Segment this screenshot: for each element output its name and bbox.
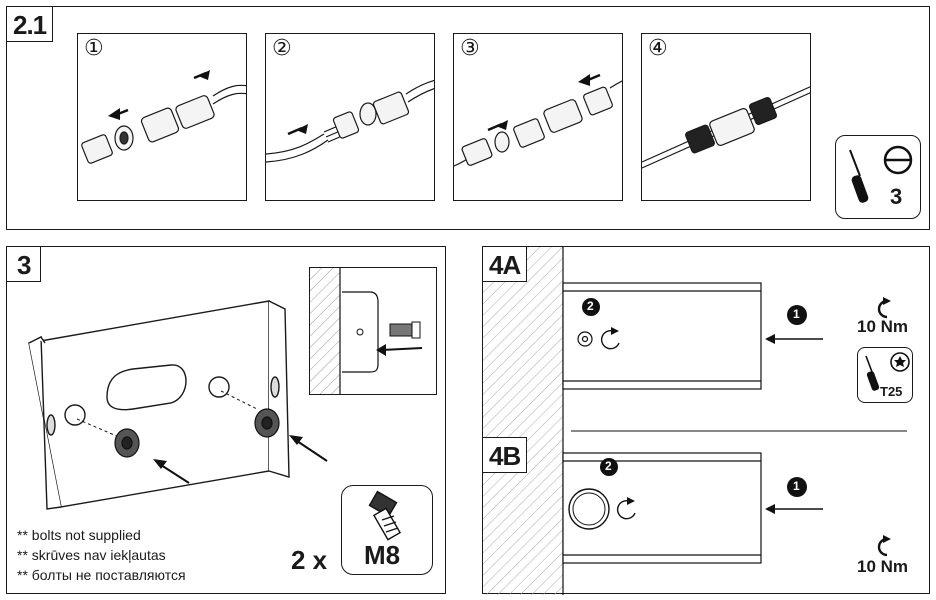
rotate-icon	[600, 329, 620, 350]
step-1-marker-b	[787, 477, 807, 497]
step-1-number-b: 1	[793, 479, 800, 493]
screwdriver-icon	[865, 355, 880, 391]
bolt-size-badge: M8	[341, 485, 433, 575]
hex-bolt-icon	[368, 490, 402, 541]
frame-number-4: ④	[648, 36, 668, 61]
note-ru: ** болты не поставляются	[17, 567, 186, 583]
flat-screwdriver-icon	[883, 145, 913, 175]
cap-icon	[568, 488, 610, 530]
step-1-marker-a	[787, 305, 807, 325]
bolt-quantity: 2 x	[291, 545, 328, 575]
arrow-icon	[289, 435, 303, 445]
assembly-frame-4: ④	[641, 33, 811, 201]
panel-step-2-1: 2.1 ① ②	[6, 6, 930, 230]
note-lv-en: ** bolts not supplied	[17, 527, 141, 543]
arrow-icon	[153, 459, 167, 469]
assembly-frame-1: ①	[77, 33, 247, 201]
frame-number-1: ①	[84, 36, 104, 61]
torque-value-b: 10 Nm	[857, 557, 909, 576]
torx-bit-icon	[890, 352, 910, 372]
wall-hatch	[483, 247, 563, 595]
torx-screw-icon	[577, 331, 593, 347]
frame-number-3: ③	[460, 36, 480, 61]
connector-reassembly-illustration	[454, 73, 622, 167]
step-label: 3	[7, 247, 42, 282]
connector-disassembly-illustration	[81, 70, 246, 164]
bracket-mounting-illustration	[28, 300, 328, 510]
assembled-connector-illustration	[642, 86, 810, 169]
bolt-size-label: M8	[364, 540, 401, 570]
arrow-left-icon	[765, 504, 775, 514]
wire-insertion-illustration	[266, 79, 434, 163]
rotate-icon	[616, 499, 636, 520]
step-2-marker-b	[600, 458, 618, 476]
step-2-number-a: 2	[587, 299, 594, 313]
note-lv: ** skrūves nav iekļautas	[17, 547, 166, 563]
step-label: 2.1	[7, 7, 54, 42]
wall-hatch	[310, 268, 340, 394]
step-label-4a: 4A	[483, 247, 528, 282]
panel-step-3: 3	[6, 246, 446, 594]
screwdriver-size: 3	[890, 184, 903, 209]
tool-badge: 3	[835, 135, 921, 219]
step-1-number-a: 1	[793, 307, 800, 321]
screwdriver-icon	[849, 149, 869, 203]
step-label-4b: 4B	[483, 437, 528, 473]
torx-tool-badge: T25	[857, 347, 913, 403]
panel-step-4: 4A 4B 2 1 2 1 10 Nm 10 Nm T25	[482, 246, 930, 595]
assembly-frame-3: ③	[453, 33, 623, 201]
wall-mount-detail	[309, 267, 437, 395]
torque-value-a: 10 Nm	[857, 317, 909, 336]
assembly-frame-2: ②	[265, 33, 435, 201]
arrow-left-icon	[376, 344, 386, 356]
step-2-marker-a	[582, 298, 600, 316]
frame-number-2: ②	[272, 36, 292, 61]
bolt-icon	[114, 408, 280, 458]
step-2-number-b: 2	[605, 459, 612, 473]
torx-size-label: T25	[880, 384, 903, 399]
profile-mounting-illustration	[483, 247, 907, 595]
arrow-left-icon	[765, 334, 775, 344]
arrow-left-icon	[578, 74, 590, 86]
arrow-left-icon	[108, 108, 120, 120]
